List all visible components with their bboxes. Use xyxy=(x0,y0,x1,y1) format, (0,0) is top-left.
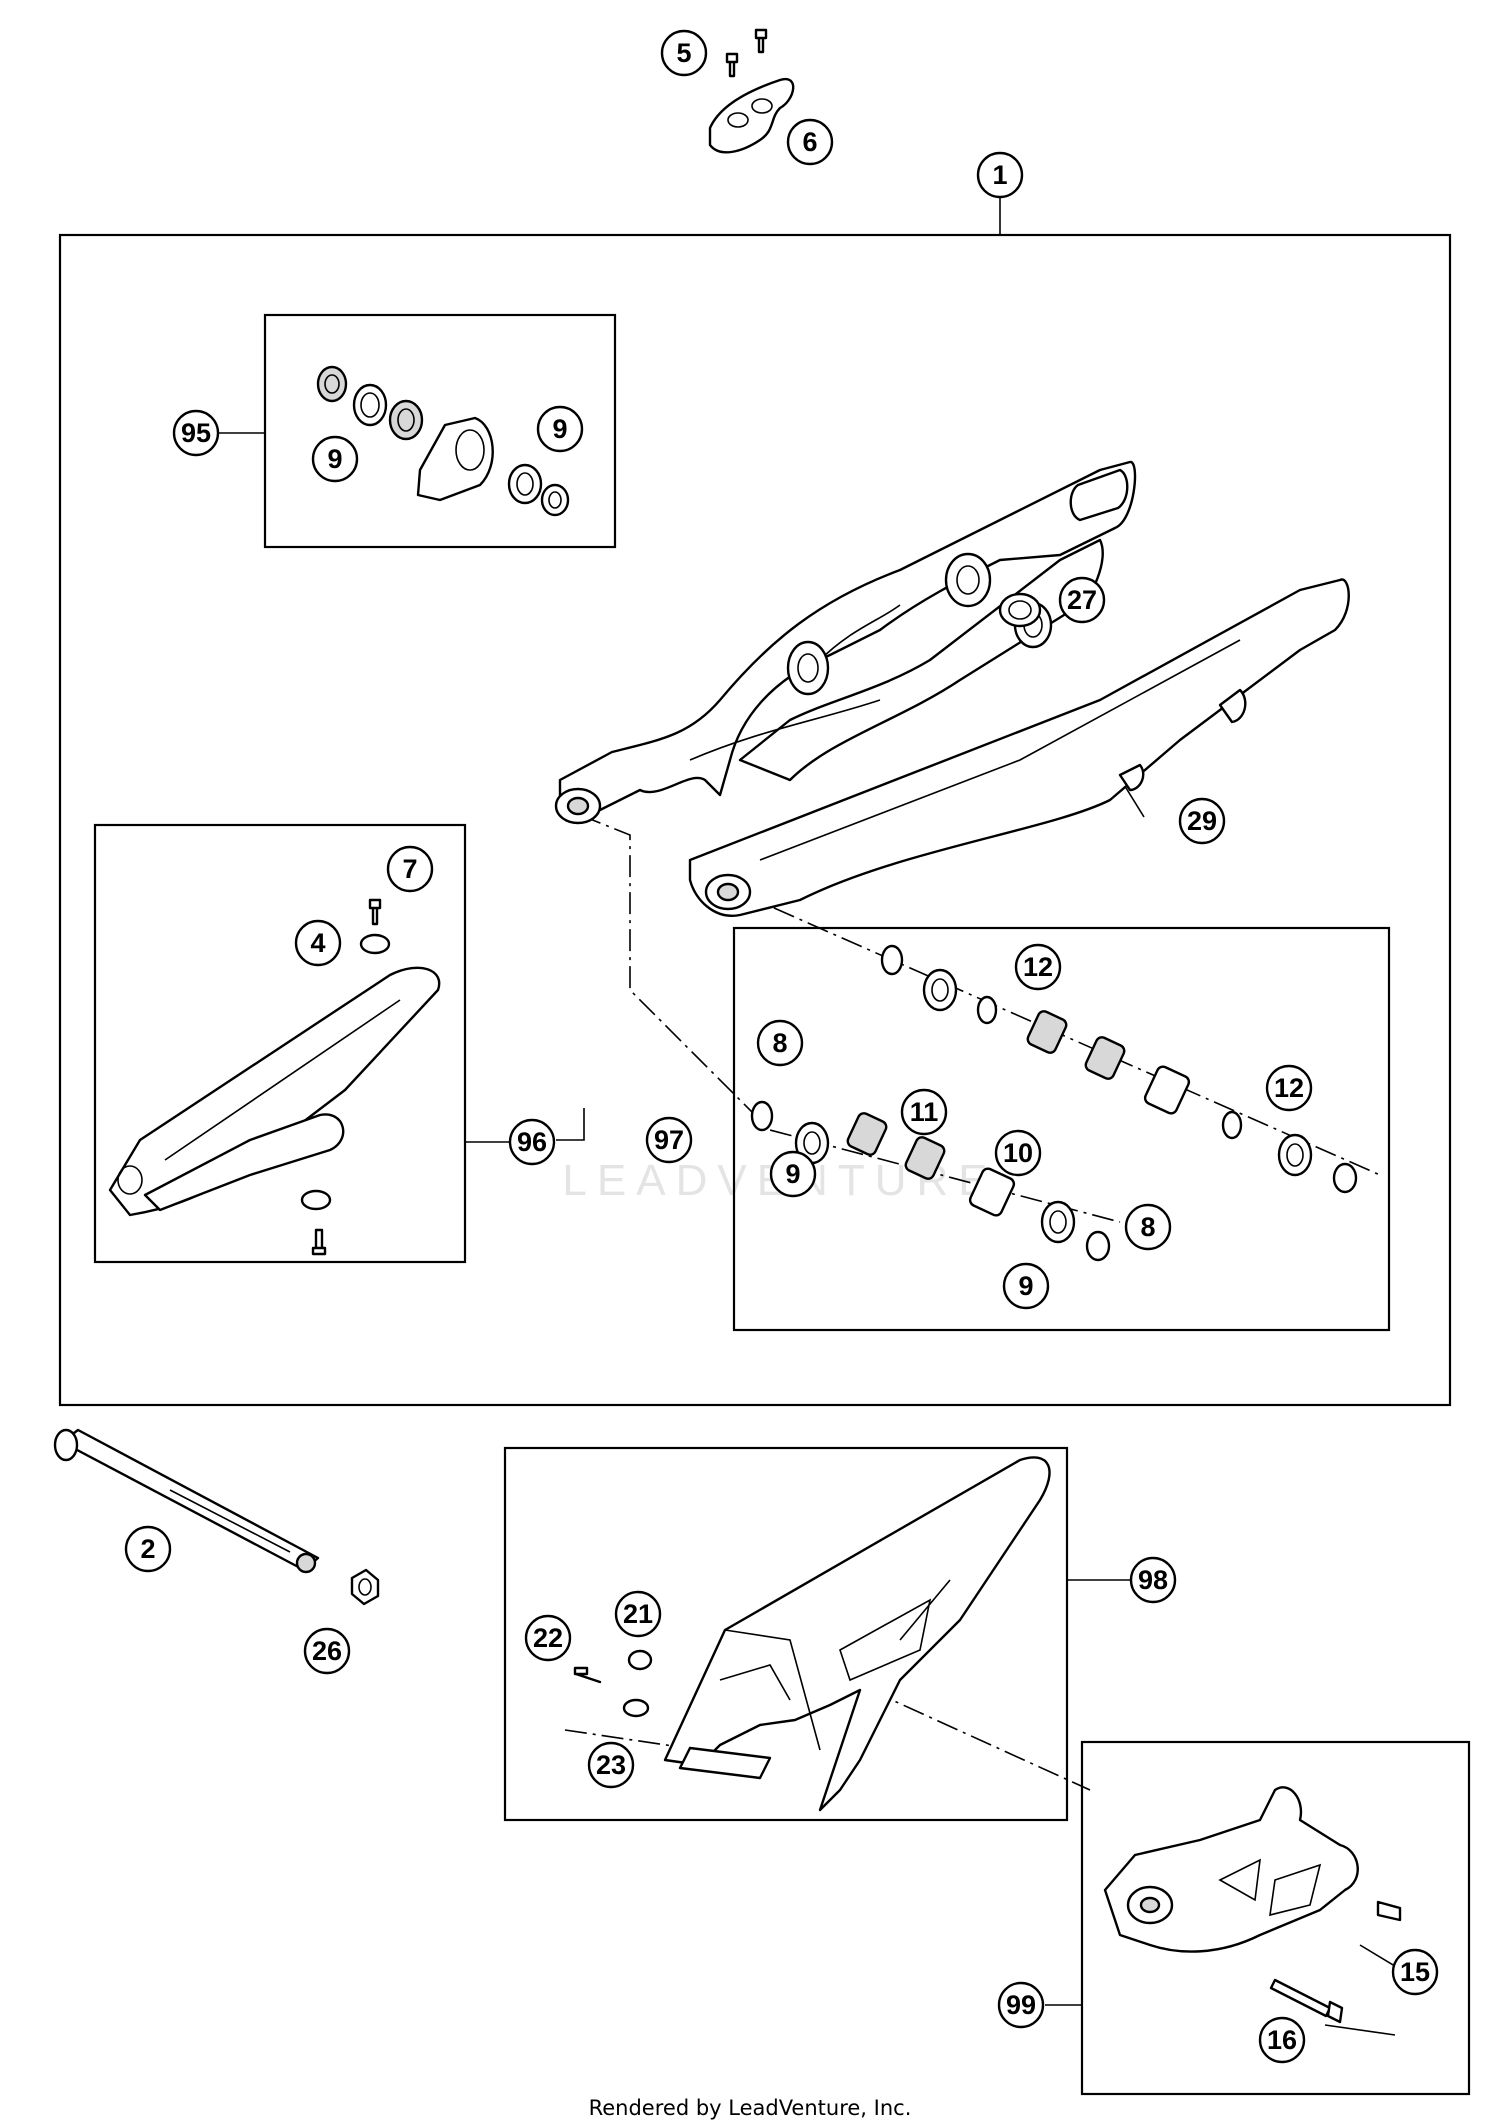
callout-22: 22 xyxy=(524,1614,572,1662)
callout-12-lower: 12 xyxy=(1265,1064,1313,1112)
swingarm-bearing-kit-frame xyxy=(732,926,1391,1332)
callout-9-bearing-left: 9 xyxy=(769,1150,817,1198)
svg-text:8: 8 xyxy=(772,1028,787,1058)
callout-97: 97 xyxy=(645,1116,693,1164)
svg-text:9: 9 xyxy=(1018,1271,1033,1301)
swingarm-axle-part xyxy=(53,1428,320,1574)
callout-99: 99 xyxy=(997,1981,1045,2029)
svg-text:7: 7 xyxy=(402,854,417,884)
callout-21: 21 xyxy=(614,1590,662,1638)
callout-6: 6 xyxy=(786,118,834,166)
swingarm-assembly-frame xyxy=(58,233,1452,1407)
svg-text:15: 15 xyxy=(1400,1957,1430,1987)
callout-12-upper: 12 xyxy=(1014,943,1062,991)
axle-nut-part xyxy=(350,1568,380,1606)
callout-11: 11 xyxy=(900,1088,948,1136)
chain-guard-kit-frame xyxy=(503,1446,1069,1822)
callout-9-pivot-right: 9 xyxy=(536,405,584,453)
callout-15: 15 xyxy=(1391,1948,1439,1996)
chain-guide-kit-frame xyxy=(1080,1740,1471,2096)
svg-text:97: 97 xyxy=(654,1125,684,1155)
callout-27: 27 xyxy=(1058,576,1106,624)
callout-95: 95 xyxy=(172,409,220,457)
render-credit-footer: Rendered by LeadVenture, Inc. xyxy=(588,2096,912,2120)
svg-text:12: 12 xyxy=(1274,1073,1304,1103)
callout-5: 5 xyxy=(660,29,708,77)
callout-98: 98 xyxy=(1129,1556,1177,1604)
svg-text:26: 26 xyxy=(312,1636,342,1666)
svg-text:29: 29 xyxy=(1187,806,1217,836)
svg-text:10: 10 xyxy=(1003,1138,1033,1168)
svg-text:11: 11 xyxy=(910,1097,939,1127)
svg-text:4: 4 xyxy=(310,928,325,958)
svg-text:23: 23 xyxy=(596,1750,626,1780)
callout-10: 10 xyxy=(994,1129,1042,1177)
svg-text:9: 9 xyxy=(552,414,567,444)
swingarm-part xyxy=(554,460,1350,917)
assembly-center-lines xyxy=(564,814,1381,1791)
callout-9-pivot-left: 9 xyxy=(311,435,359,483)
svg-text:21: 21 xyxy=(623,1599,653,1629)
svg-text:9: 9 xyxy=(327,444,342,474)
svg-text:1: 1 xyxy=(992,160,1007,190)
svg-text:5: 5 xyxy=(676,38,691,68)
callout-9-bearing-bottom: 9 xyxy=(1002,1262,1050,1310)
svg-text:2: 2 xyxy=(140,1534,155,1564)
callout-29: 29 xyxy=(1178,797,1226,845)
svg-text:22: 22 xyxy=(533,1623,563,1653)
chain-guide-part xyxy=(1103,1786,1402,2024)
callout-4: 4 xyxy=(294,919,342,967)
svg-text:9: 9 xyxy=(785,1159,800,1189)
chain-slider-part xyxy=(108,898,441,1256)
swingarm-bearing-parts xyxy=(750,944,1358,1262)
svg-text:27: 27 xyxy=(1067,585,1097,615)
callout-26: 26 xyxy=(303,1627,351,1675)
chain-slider-kit-frame xyxy=(93,823,467,1264)
svg-text:96: 96 xyxy=(517,1127,547,1157)
svg-text:98: 98 xyxy=(1138,1565,1168,1595)
callout-23: 23 xyxy=(587,1741,635,1789)
pivot-bearing-parts xyxy=(316,365,570,517)
callout-2: 2 xyxy=(124,1525,172,1573)
callout-1: 1 xyxy=(976,151,1024,199)
svg-text:12: 12 xyxy=(1023,952,1053,982)
callout-96: 96 xyxy=(508,1118,556,1166)
svg-text:8: 8 xyxy=(1140,1212,1155,1242)
svg-text:16: 16 xyxy=(1267,2025,1297,2055)
svg-text:6: 6 xyxy=(802,127,817,157)
svg-text:99: 99 xyxy=(1006,1990,1036,2020)
callout-8-lower: 8 xyxy=(1124,1203,1172,1251)
callout-8-upper: 8 xyxy=(756,1019,804,1067)
pivot-bearing-kit-frame xyxy=(263,313,617,549)
callout-7: 7 xyxy=(386,845,434,893)
svg-text:95: 95 xyxy=(181,418,211,448)
bushing-27-part xyxy=(998,592,1042,628)
callout-16: 16 xyxy=(1258,2016,1306,2064)
chain-slider-top-part xyxy=(708,28,795,154)
chain-guard-part xyxy=(573,1456,1051,1812)
